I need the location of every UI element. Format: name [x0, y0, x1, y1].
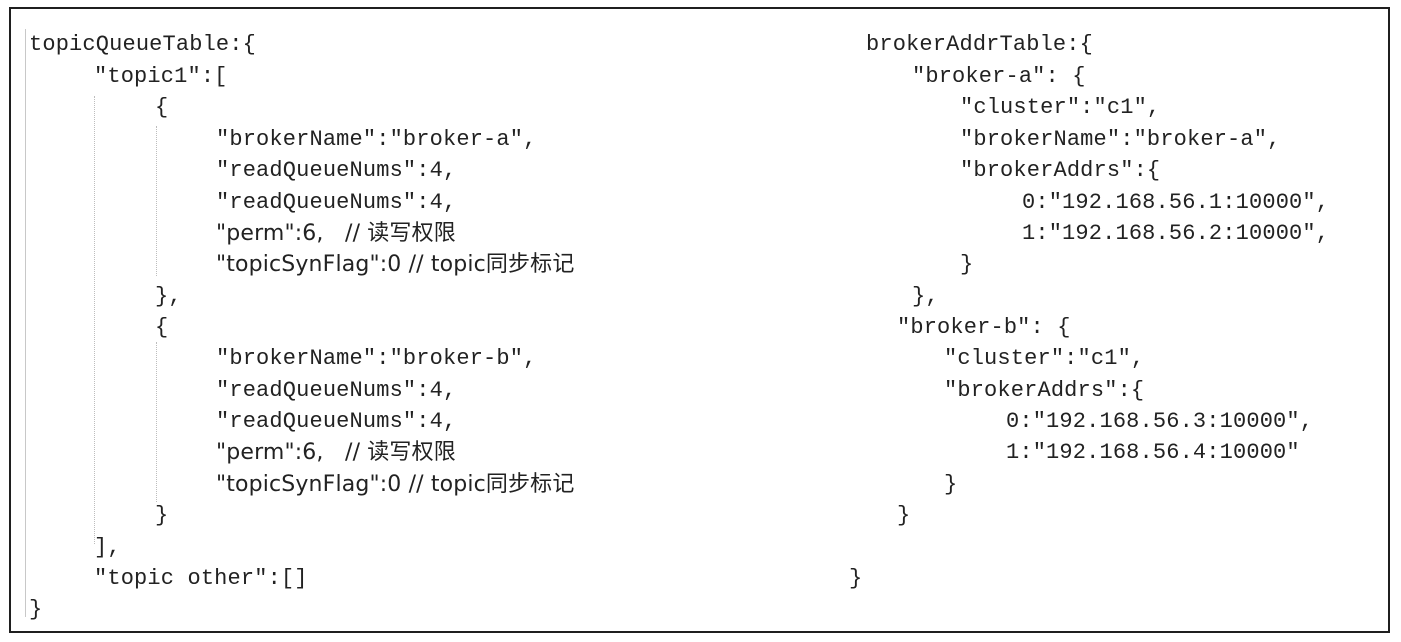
code-line: }	[155, 503, 169, 528]
code-line: "broker-a": {	[912, 64, 1086, 89]
code-line: "perm":6, // 读写权限	[216, 440, 456, 465]
code-line: },	[155, 284, 182, 309]
code-line: "topicSynFlag":0 // topic同步标记	[216, 472, 575, 497]
indent-guide-first-entry	[156, 126, 157, 276]
code-line: "readQueueNums":4,	[216, 409, 457, 434]
code-line: "topic1":[	[94, 64, 228, 89]
code-line: "readQueueNums":4,	[216, 158, 457, 183]
code-line: "brokerName":"broker-a",	[216, 127, 537, 152]
code-line: }	[29, 597, 43, 622]
code-line: "brokerAddrs":{	[944, 378, 1145, 403]
indent-guide-second-entry	[156, 342, 157, 502]
code-line: "cluster":"c1",	[960, 95, 1161, 120]
code-line: {	[155, 95, 169, 120]
code-line: }	[944, 472, 958, 497]
code-line: "brokerName":"broker-b",	[216, 346, 537, 371]
code-line: "brokerAddrs":{	[960, 158, 1161, 183]
code-line: "readQueueNums":4,	[216, 378, 457, 403]
code-line: }	[849, 566, 863, 591]
code-line: topicQueueTable:{	[29, 32, 256, 57]
indent-guide-topic1	[94, 96, 95, 544]
code-line: "readQueueNums":4,	[216, 190, 457, 215]
code-line: "perm":6, // 读写权限	[216, 221, 456, 246]
code-figure-frame	[9, 7, 1390, 633]
code-line: {	[155, 315, 169, 340]
code-line: }	[897, 503, 911, 528]
code-line: 1:"192.168.56.2:10000",	[1022, 221, 1330, 246]
code-line: 1:"192.168.56.4:10000"	[1006, 440, 1300, 465]
code-line: "brokerName":"broker-a",	[960, 127, 1281, 152]
code-line: }	[960, 252, 974, 277]
code-line: ],	[94, 535, 121, 560]
code-line: 0:"192.168.56.3:10000",	[1006, 409, 1314, 434]
code-line: "topic other":[]	[94, 566, 308, 591]
code-line: "topicSynFlag":0 // topic同步标记	[216, 252, 575, 277]
code-line: 0:"192.168.56.1:10000",	[1022, 190, 1330, 215]
code-line: "cluster":"c1",	[944, 346, 1145, 371]
code-line: },	[912, 284, 939, 309]
code-line: brokerAddrTable:{	[866, 32, 1093, 57]
code-line: "broker-b": {	[897, 315, 1071, 340]
